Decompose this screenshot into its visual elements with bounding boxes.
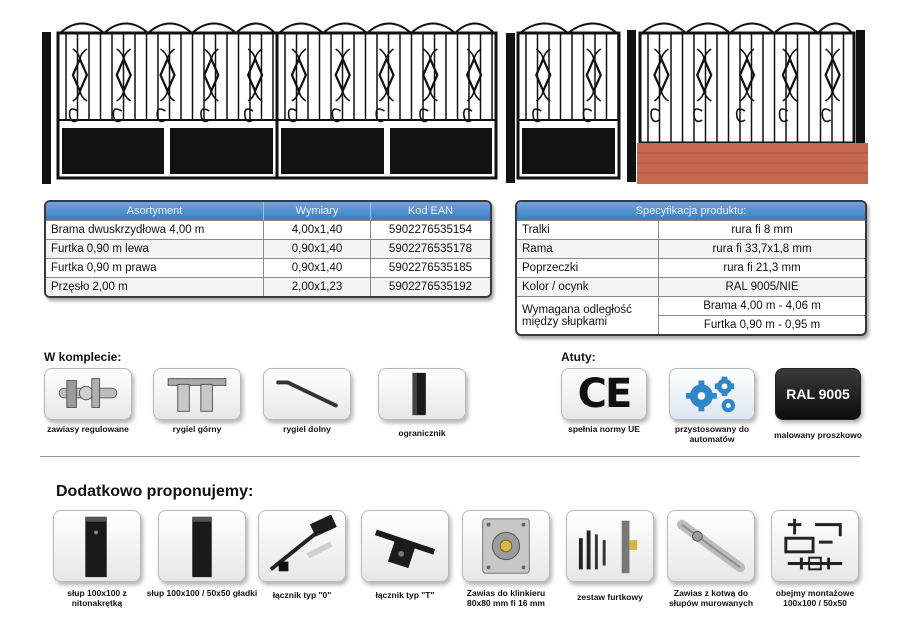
specification-table: Specyfikacja produktu: Tralki rura fi 8 … (515, 200, 867, 336)
brick-hinge-icon (462, 510, 550, 582)
distance-gate: Brama 4,00 m - 4,06 m (659, 297, 865, 316)
cell-product: Furtka 0,90 m prawa (46, 259, 264, 277)
caption: Zawias do klinkieru 80x80 mm fi 16 mm (466, 588, 546, 608)
additional-title: Dodatkowo proponujemy: (56, 483, 254, 500)
spec-value: rura fi 21,3 mm (723, 262, 801, 274)
table-row: Wymagana odległość między słupkami Brama… (517, 296, 865, 334)
caption: łącznik typ "T" (375, 590, 435, 600)
gears-icon (669, 368, 755, 420)
caption: słup 100x100 / 50x50 gładki (146, 588, 258, 598)
cell-dimensions: 0,90x1,40 (264, 259, 371, 277)
cell-ean: 5902276535192 (388, 281, 473, 293)
features-title: Atuty: (561, 350, 596, 364)
spec-label: Tralki (517, 221, 659, 239)
assortment-table: Asortyment Wymiary Kod EAN Brama dwuskrz… (44, 200, 492, 298)
spec-label: Kolor / ocynk (517, 278, 659, 296)
spec-label-distance: Wymagana odległość między słupkami (517, 297, 659, 334)
caption: zawiasy regulowane (47, 424, 129, 434)
gates-illustration (42, 22, 868, 184)
header-dimensions: Wymiary (264, 202, 371, 220)
connector-t-icon (361, 510, 449, 582)
ce-mark-text: CE (577, 371, 633, 417)
table-row: Kolor / ocynk RAL 9005/NIE (517, 277, 865, 296)
spec-value: rura fi 8 mm (731, 224, 793, 236)
table-row: Przęsło 2,00 m 2,00x1,23 5902276535192 (46, 277, 490, 296)
cell-dimensions: 0,90x1,40 (264, 240, 371, 258)
caption: słup 100x100 z nitonakrętką (67, 588, 127, 608)
cell-product: Furtka 0,90 m lewa (46, 240, 264, 258)
caption: malowany proszkowo (774, 430, 862, 440)
cell-product: Brama dwuskrzydłowa 4,00 m (46, 221, 264, 239)
spec-label: Poprzeczki (517, 259, 659, 277)
lower-bolt-icon (263, 368, 351, 420)
ral-badge-text: RAL 9005 (786, 386, 850, 402)
caption: ogranicznik (398, 428, 446, 438)
cell-ean: 5902276535178 (388, 243, 473, 255)
ce-mark-icon: CE (561, 368, 647, 420)
spec-value: rura fi 33,7x1,8 mm (712, 243, 812, 255)
spec-value: RAL 9005/NIE (725, 281, 799, 293)
table-row: Poprzeczki rura fi 21,3 mm (517, 258, 865, 277)
mounting-clamps-icon (771, 510, 859, 582)
table-row: Rama rura fi 33,7x1,8 mm (517, 239, 865, 258)
cell-product: Przęsło 2,00 m (46, 278, 264, 296)
table-row: Furtka 0,90 m prawa 0,90x1,40 5902276535… (46, 258, 490, 277)
spec-header-title: Specyfikacja produktu: (635, 205, 747, 217)
adjustable-hinge-icon (44, 368, 132, 420)
post-smooth-icon (158, 510, 246, 582)
caption: przystosowany do automatów (674, 424, 750, 444)
upper-bolt-icon (153, 368, 241, 420)
header-ean: Kod EAN (407, 205, 454, 217)
gate-handle-set-icon (566, 510, 654, 582)
spec-table-header: Specyfikacja produktu: (517, 202, 865, 220)
caption: obejmy montażowe 100x100 / 50x50 (775, 588, 855, 608)
distance-wicket: Furtka 0,90 m - 0,95 m (703, 319, 821, 331)
cell-dimensions: 2,00x1,23 (264, 278, 371, 296)
gate-stop-icon (378, 368, 466, 420)
anchor-hinge-icon (667, 510, 755, 582)
assortment-table-header: Asortyment Wymiary Kod EAN (46, 202, 490, 220)
caption: łącznik typ "0" (272, 590, 332, 600)
cell-ean: 5902276535154 (388, 224, 473, 236)
table-row: Tralki rura fi 8 mm (517, 220, 865, 239)
post-icon (53, 510, 141, 582)
spec-value-distance: Brama 4,00 m - 4,06 m Furtka 0,90 m - 0,… (659, 297, 865, 334)
cell-dimensions: 4,00x1,40 (264, 221, 371, 239)
connector-0-icon (258, 510, 346, 582)
caption: Zawias z kotwą do słupów murowanych (668, 588, 754, 608)
caption: rygiel górny (172, 424, 222, 434)
header-assortment: Asortyment (46, 202, 264, 220)
table-row: Furtka 0,90 m lewa 0,90x1,40 59022765351… (46, 239, 490, 258)
cell-ean: 5902276535185 (388, 262, 473, 274)
caption: spełnia normy UE (568, 424, 640, 434)
spec-label: Rama (517, 240, 659, 258)
section-divider (40, 456, 860, 457)
caption: zestaw furtkowy (577, 592, 643, 602)
ral-badge-icon: RAL 9005 (775, 368, 861, 420)
caption: rygiel dolny (283, 424, 331, 434)
table-row: Brama dwuskrzydłowa 4,00 m 4,00x1,40 590… (46, 220, 490, 239)
in-set-title: W komplecie: (44, 350, 122, 364)
